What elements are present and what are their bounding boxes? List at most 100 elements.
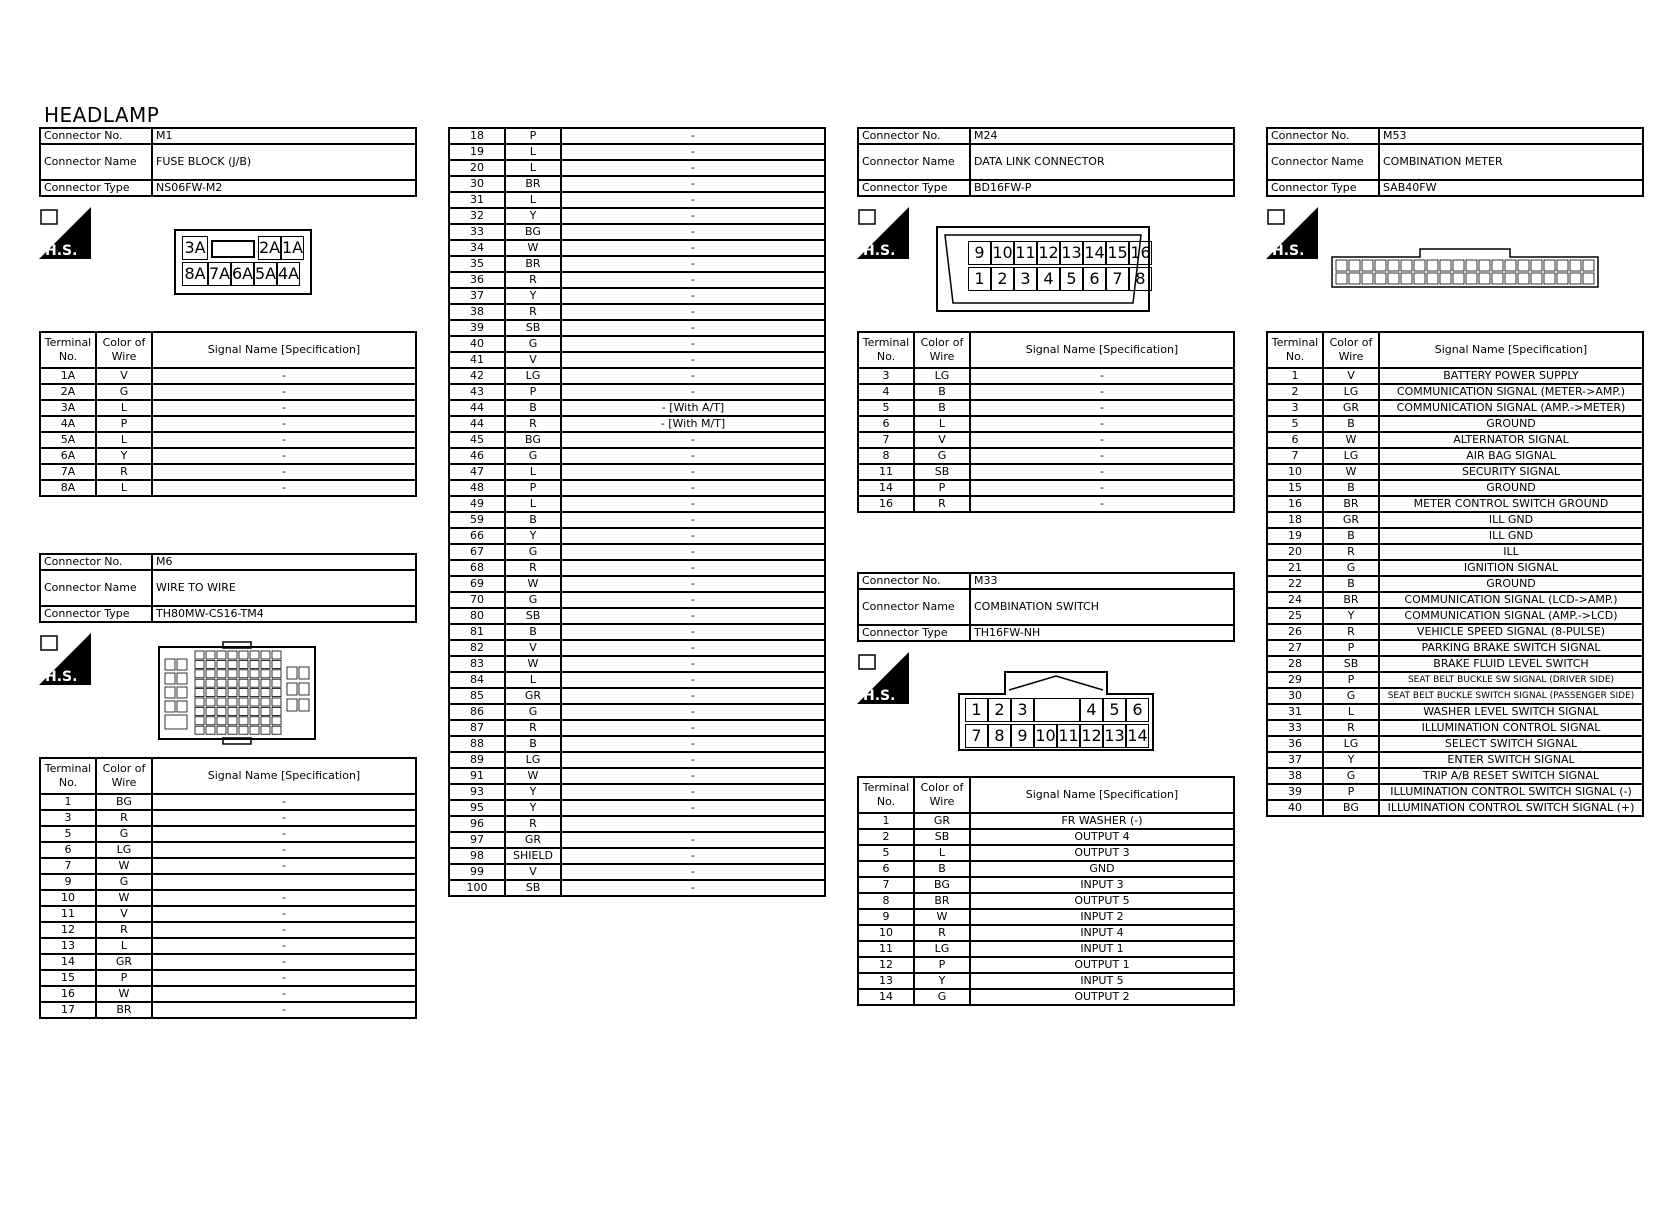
cell-terminal: 2 [857, 828, 915, 846]
pin-cavity [249, 707, 260, 716]
m6-connector-face [158, 641, 316, 745]
cell-color: V [95, 367, 153, 385]
cell-color: BG [1322, 799, 1380, 817]
pin-cavity [216, 725, 227, 735]
cell-terminal: 100 [448, 879, 506, 897]
cell-color: Y [504, 527, 562, 545]
cell-terminal: 18 [1266, 511, 1324, 529]
cell-terminal: 89 [448, 751, 506, 769]
cell-terminal: 99 [448, 863, 506, 881]
cell-color: P [1322, 671, 1380, 689]
cell-color: G [1322, 767, 1380, 785]
cell-signal: - [560, 303, 826, 321]
cell-signal: - [151, 985, 417, 1003]
cell-color: BG [504, 431, 562, 449]
pin-cavity [1439, 272, 1452, 285]
cell-color: BR [504, 175, 562, 193]
cell-terminal: 85 [448, 687, 506, 705]
label-connector-no: Connector No. [857, 572, 971, 590]
pin-cavity [194, 697, 205, 707]
cell-terminal: 26 [1266, 623, 1324, 641]
cell-terminal: 5 [39, 825, 97, 843]
pin: 7A [208, 262, 231, 286]
pin-cavity [271, 707, 282, 716]
cell-terminal: 32 [448, 207, 506, 225]
cell-terminal: 24 [1266, 591, 1324, 609]
cell-terminal: 20 [448, 159, 506, 177]
cell-signal: - [151, 415, 417, 433]
pin-cavity [227, 707, 238, 716]
pin-cavity [227, 678, 238, 688]
cell-terminal: 84 [448, 671, 506, 689]
pin: 6 [1083, 267, 1106, 291]
pin-cavity [1530, 272, 1543, 285]
cell-color: W [95, 889, 153, 907]
cell-color: LG [95, 841, 153, 859]
cell-terminal: 3 [39, 809, 97, 827]
cell-color: LG [504, 751, 562, 769]
cell-color: GR [1322, 399, 1380, 417]
cell-signal: - [560, 207, 826, 225]
pin-cavity [238, 669, 249, 679]
pin-cavity [249, 725, 260, 735]
cell-color: B [913, 399, 971, 417]
pin-cavity [238, 725, 249, 735]
cell-signal: OUTPUT 1 [969, 956, 1235, 974]
cell-color: B [1322, 527, 1380, 545]
cell-color: BR [1322, 495, 1380, 513]
cell-signal: ALTERNATOR SIGNAL [1378, 431, 1644, 449]
cell-signal: - [560, 751, 826, 769]
cell-color: G [95, 873, 153, 891]
cell-signal: - [With A/T] [560, 399, 826, 417]
pin: 5 [1103, 698, 1126, 722]
cell-terminal: 41 [448, 351, 506, 369]
cell-color: R [1322, 719, 1380, 737]
pin-cavity [1556, 259, 1569, 272]
cell-signal: GROUND [1378, 415, 1644, 433]
cell-terminal: 35 [448, 255, 506, 273]
pin-cavity [205, 725, 216, 735]
cell-terminal: 49 [448, 495, 506, 513]
pin-cavity [194, 725, 205, 735]
pin-cavity [260, 650, 271, 660]
pin-cavity [1361, 272, 1374, 285]
pin-cavity [1387, 259, 1400, 272]
label-connector-no: Connector No. [857, 127, 971, 145]
cell-signal: - [969, 447, 1235, 465]
pin-cavity [205, 697, 216, 707]
cell-terminal: 31 [1266, 703, 1324, 721]
pin-cavity [216, 688, 227, 697]
pin-cavity [1335, 259, 1348, 272]
cell-signal: WASHER LEVEL SWITCH SIGNAL [1378, 703, 1644, 721]
connector-name: DATA LINK CONNECTOR [969, 143, 1235, 181]
pin: 13 [1103, 724, 1126, 748]
cell-signal: - [151, 921, 417, 939]
cell-color: B [504, 623, 562, 641]
pin: 4 [1080, 698, 1103, 722]
pin: 11 [1057, 724, 1080, 748]
cell-color: Y [504, 207, 562, 225]
cell-terminal: 33 [448, 223, 506, 241]
cell-signal: GROUND [1378, 575, 1644, 593]
cell-terminal: 10 [1266, 463, 1324, 481]
pin: 9 [968, 241, 991, 265]
cell-signal: SECURITY SIGNAL [1378, 463, 1644, 481]
connector-no: M53 [1378, 127, 1644, 145]
pin-cavity [286, 682, 298, 696]
